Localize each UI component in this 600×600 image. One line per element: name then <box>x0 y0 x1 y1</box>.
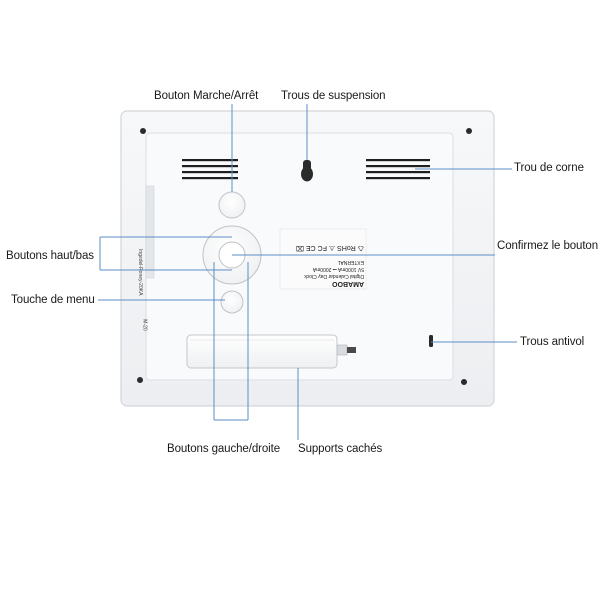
label-cert-marks: ♺ RoHS ⚠ FC CE ⌧ <box>295 244 364 251</box>
callout-hidden-supports: Supports cachés <box>298 443 383 455</box>
hidden-support-stand[interactable] <box>186 334 356 369</box>
callout-confirm-button: Confirmez le bouton <box>497 240 599 252</box>
corner-screw-tl <box>140 128 146 134</box>
corner-screw-br <box>461 379 467 385</box>
speaker-grille-left <box>182 159 238 180</box>
rating-label <box>279 228 367 290</box>
label-text-block: AMABOO Digital Calendar Day Clock 5V 100… <box>282 231 364 287</box>
callout-horn-hole: Trou de corne <box>514 162 584 174</box>
corner-screw-tr <box>466 128 472 134</box>
label-spec: 5V 1000mA ⎓ 2000mA <box>312 266 364 272</box>
side-text: Ingedel-Roney-20KA <box>137 249 143 296</box>
callout-up-down-buttons: Boutons haut/bas <box>6 250 94 262</box>
corner-screw-bl <box>137 377 143 383</box>
side-code: M-20 <box>141 319 148 331</box>
callout-antitheft-holes: Trous antivol <box>520 336 585 348</box>
callout-menu-key: Touche de menu <box>11 294 95 306</box>
hanging-hole <box>301 160 313 182</box>
side-groove <box>145 185 155 279</box>
label-brand: AMABOO <box>332 280 364 287</box>
label-input: EXTERNAL <box>337 259 364 265</box>
callout-hanging-hole: Trous de suspension <box>281 90 386 102</box>
speaker-grille-right <box>366 159 430 180</box>
callout-power-button: Bouton Marche/Arrêt <box>154 90 259 102</box>
antitheft-slot <box>429 335 433 347</box>
label-product: Digital Calendar Day Clock <box>304 273 364 279</box>
callout-left-right-buttons: Boutons gauche/droite <box>167 443 280 455</box>
menu-button[interactable] <box>220 290 244 314</box>
